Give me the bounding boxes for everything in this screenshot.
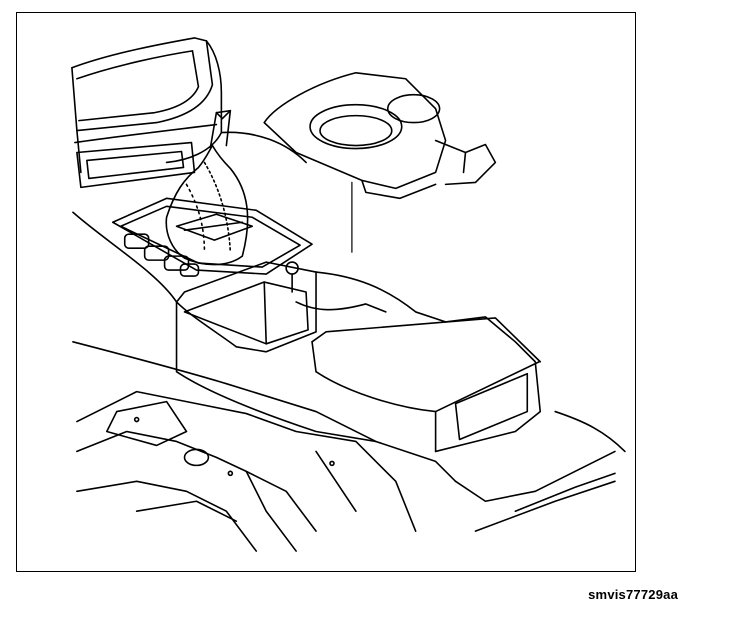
switch-buttons [125,234,199,276]
illustration-frame [16,12,636,572]
floor-pan [73,342,625,551]
shift-boot [166,146,247,265]
figure-id-caption: smvis77729aa [588,587,678,602]
gear-indicator-window [177,214,253,240]
dashboard-panel [72,38,306,187]
floor-plug [185,449,209,465]
cup-holder [264,73,495,252]
center-console [73,212,540,481]
center-console-line-drawing [17,13,635,571]
console-side-panel [456,374,528,440]
shift-lever [210,111,230,148]
shifter-assembly [113,111,312,276]
